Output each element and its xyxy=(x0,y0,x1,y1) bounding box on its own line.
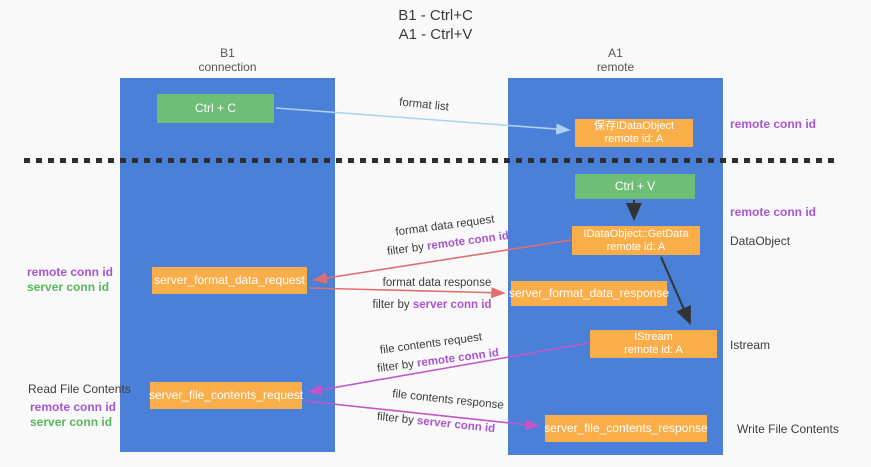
label-left-remote-conn-id-2: remote conn id xyxy=(30,400,117,414)
flow-label-format-data-response: format data response xyxy=(382,277,492,289)
node-getdata-line2: remote id: A xyxy=(606,240,666,253)
node-istream-line1: IStream xyxy=(634,331,673,343)
filter-prefix: filter by xyxy=(372,299,413,311)
diagram-title-line2: A1 - Ctrl+V xyxy=(398,26,473,43)
filter-remote-conn-id: remote conn id xyxy=(416,347,500,370)
label-write-file-contents: Write File Contents xyxy=(737,422,839,436)
node-istream: IStream remote id: A xyxy=(590,330,717,358)
flow-label-filter-server-1: filter by server conn id xyxy=(373,299,492,311)
filter-server-conn-id: server conn id xyxy=(416,415,496,436)
label-dataobject: DataObject xyxy=(730,234,791,248)
label-left-server-conn-id-1: server conn id xyxy=(27,280,110,294)
diagram-title: B1 - Ctrl+C A1 - Ctrl+V xyxy=(0,6,871,44)
node-file-request-label: server_file_contents_request xyxy=(148,388,304,402)
label-istream: Istream xyxy=(730,338,771,352)
node-save-dataobject: 保存IDataObject remote id: A xyxy=(575,119,693,147)
filter-prefix: filter by xyxy=(376,357,418,375)
label-left-remote-conn-id-1: remote conn id xyxy=(27,265,114,279)
filter-prefix: filter by xyxy=(376,410,418,427)
node-format-request-label: server_format_data_request xyxy=(154,273,305,287)
node-ctrl-c-label: Ctrl + C xyxy=(194,101,236,115)
node-idataobject-getdata: IDataObject::GetData remote id: A xyxy=(572,226,700,255)
label-read-file-contents: Read File Contents xyxy=(28,382,131,396)
label-remote-conn-id-mid: remote conn id xyxy=(730,205,817,219)
node-ctrl-v-label: Ctrl + V xyxy=(614,179,656,193)
filter-remote-conn-id: remote conn id xyxy=(426,230,510,253)
node-file-response-label: server_file_contents_response xyxy=(544,421,708,435)
node-istream-line2: remote id: A xyxy=(624,344,683,356)
lane-b1-name: B1 xyxy=(220,46,235,60)
label-left-server-conn-id-2: server conn id xyxy=(30,415,113,429)
node-server-format-data-request: server_format_data_request xyxy=(152,267,307,294)
filter-prefix: filter by xyxy=(386,240,428,258)
lane-a1-subtitle: remote xyxy=(596,60,635,74)
filter-server-conn-id: server conn id xyxy=(412,299,492,311)
lane-a1-name: A1 xyxy=(608,46,623,60)
lane-b1-subtitle: connection xyxy=(198,60,257,74)
node-save-dataobject-line2: remote id: A xyxy=(604,133,664,145)
node-ctrl-c: Ctrl + C xyxy=(157,94,274,123)
lane-header-b1: B1 connection xyxy=(120,46,335,74)
node-getdata-line1: IDataObject::GetData xyxy=(583,227,689,240)
diagram-title-line1: B1 - Ctrl+C xyxy=(398,7,473,24)
flow-label-filter-server-2: filter by server conn id xyxy=(376,411,495,435)
node-save-dataobject-line1: 保存IDataObject xyxy=(593,120,675,132)
label-remote-conn-id-top: remote conn id xyxy=(730,117,817,131)
lane-header-a1: A1 remote xyxy=(508,46,723,74)
node-server-file-contents-request: server_file_contents_request xyxy=(148,382,304,409)
dashed-separator xyxy=(24,158,838,163)
node-server-format-data-response: server_format_data_response xyxy=(508,281,670,306)
flow-label-file-contents-response: file contents response xyxy=(391,388,505,412)
node-server-file-contents-response: server_file_contents_response xyxy=(544,415,708,442)
node-format-response-label: server_format_data_response xyxy=(508,286,670,300)
flow-label-format-list: format list xyxy=(398,96,450,114)
node-ctrl-v: Ctrl + V xyxy=(575,174,695,199)
